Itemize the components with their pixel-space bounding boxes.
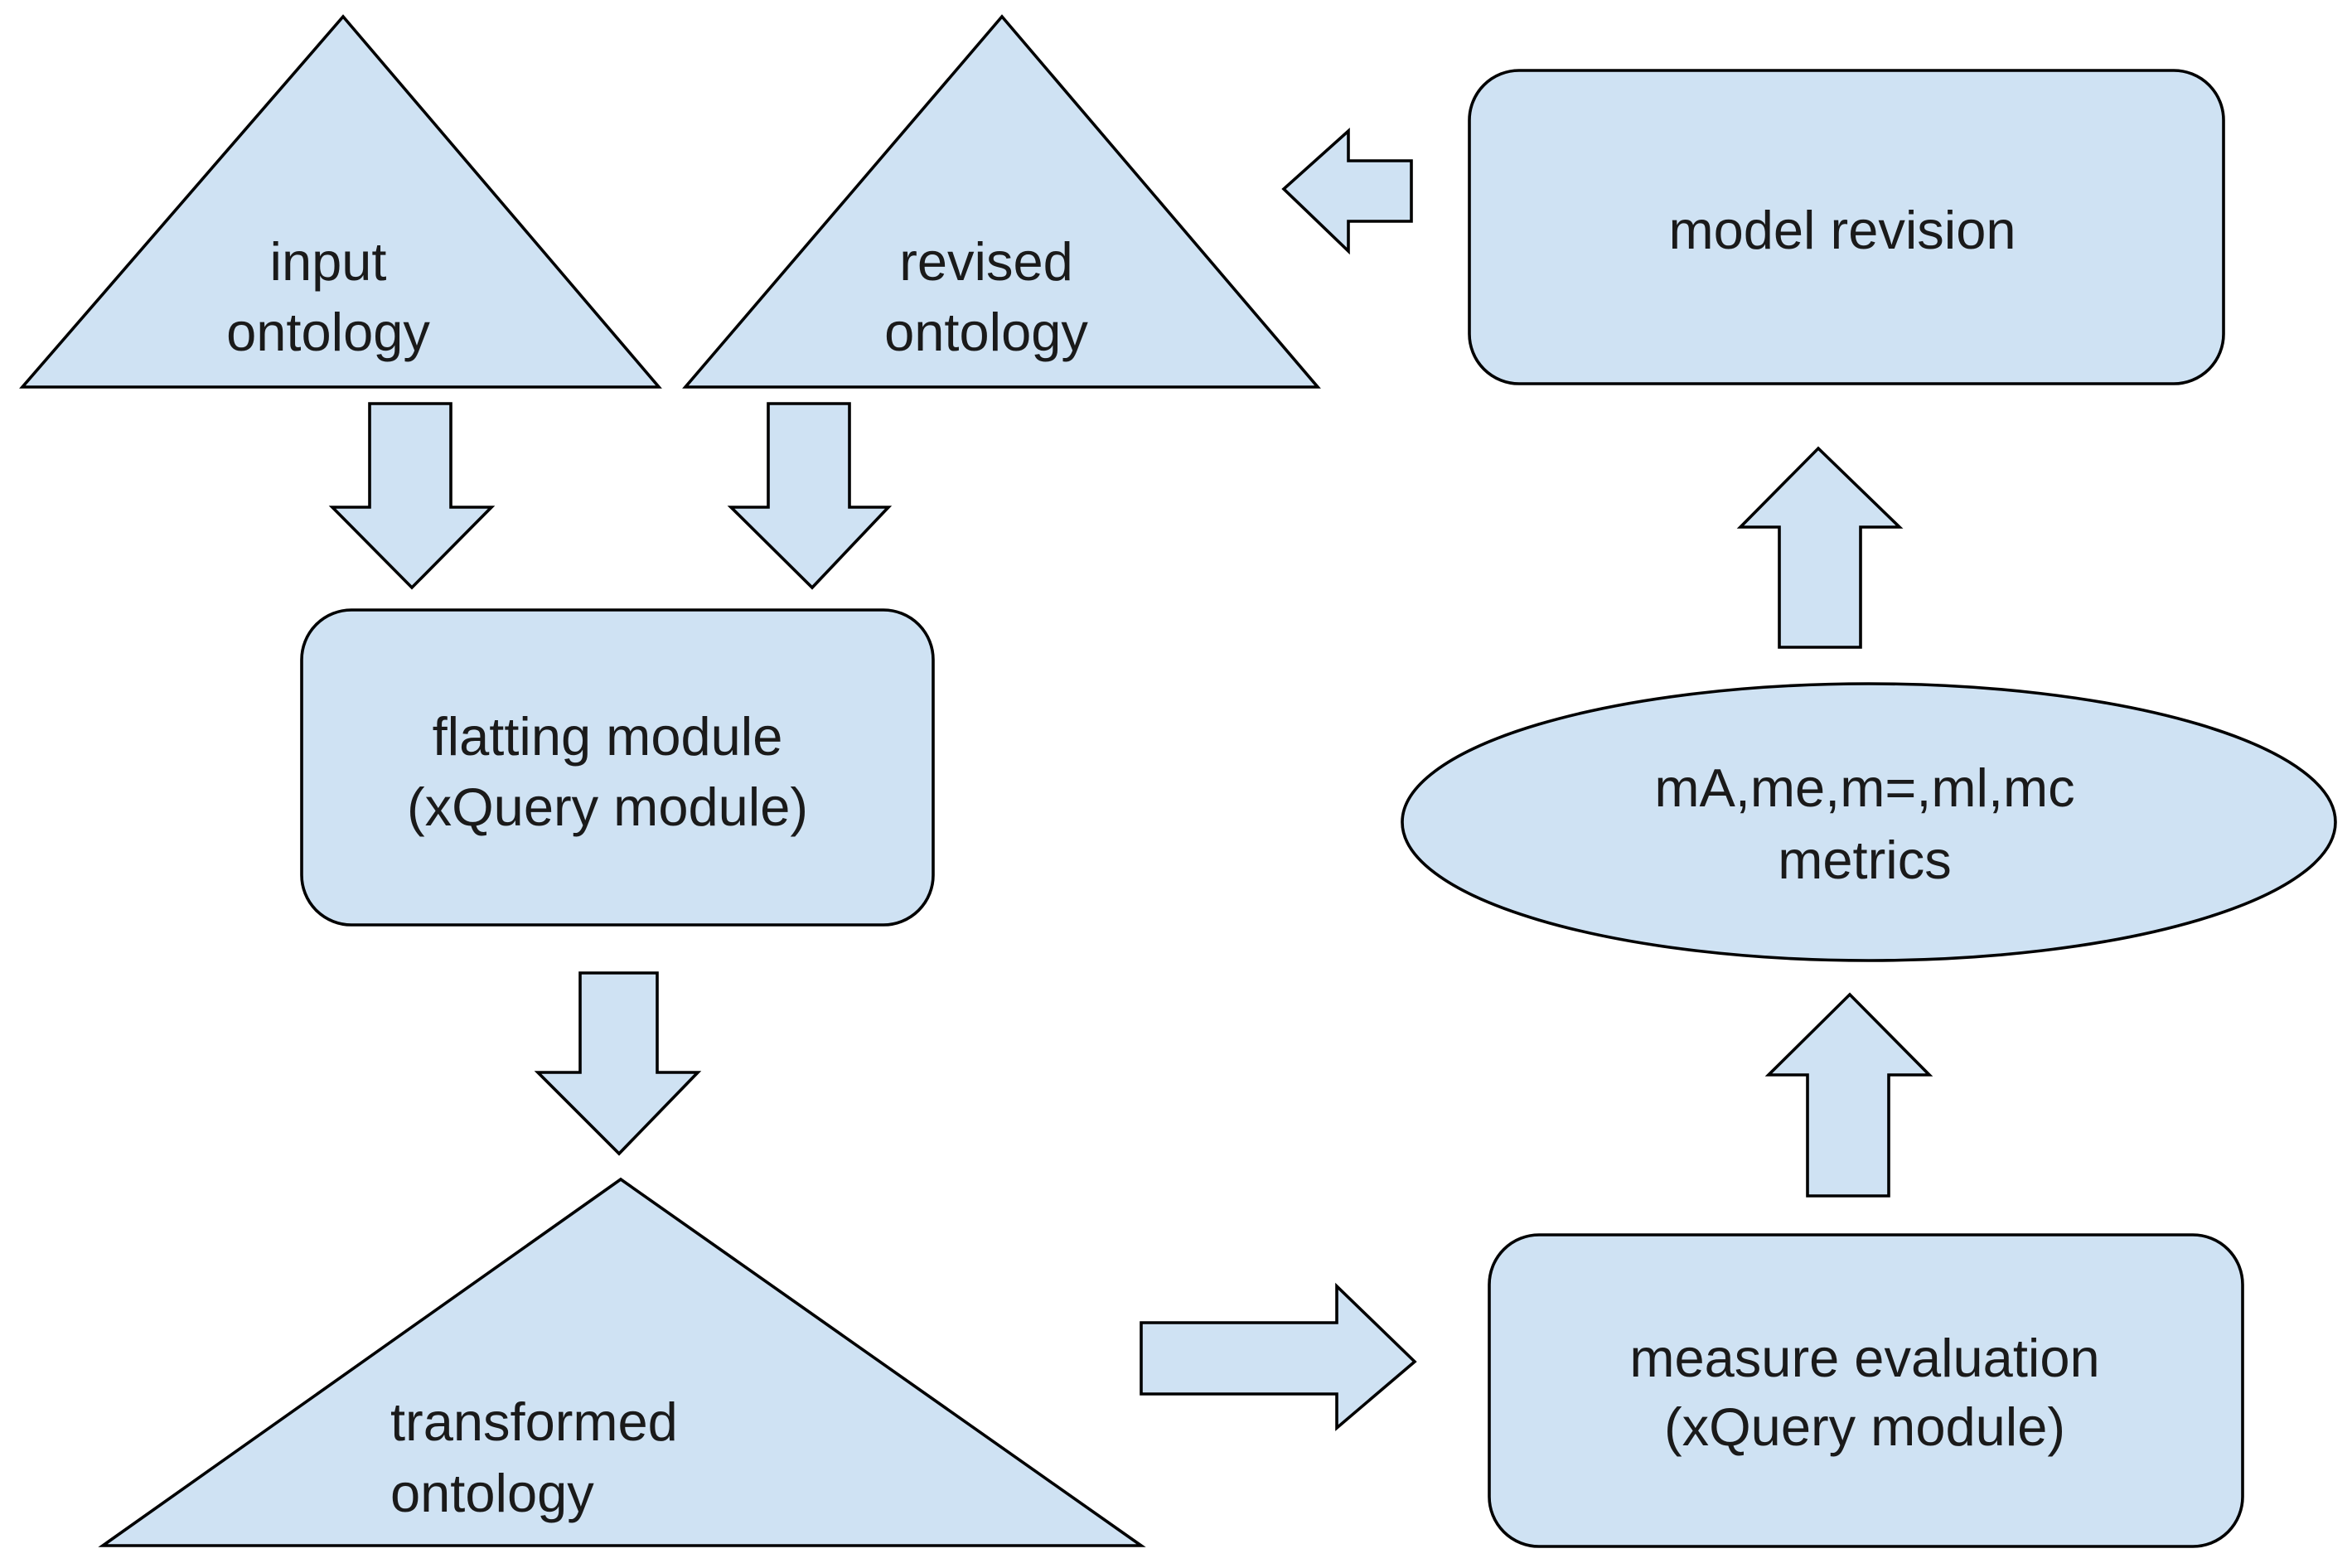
transformed-ontology-triangle [98,1177,1146,1547]
flatting-module-box [300,608,935,927]
revised-ontology-node: revised ontology [682,14,1321,389]
input-ontology-label-line1: input [270,231,387,292]
input-ontology-node: input ontology [19,14,662,389]
metrics-ellipse [1401,682,2337,962]
arrow-right-to-measure-evaluation [1140,1282,1417,1431]
measure-evaluation-node: measure evaluation (xQuery module) [1488,1233,2244,1548]
transformed-ontology-label-line1: transformed [390,1391,678,1452]
input-ontology-triangle [19,14,662,389]
flatting-module-node: flatting module (xQuery module) [300,608,935,927]
metrics-node: mA,me,m=,ml,mc metrics [1401,682,2337,962]
model-revision-label: model revision [1668,200,2016,260]
arrow-up-to-model-revision [1736,446,1904,649]
arrow-up-to-metrics [1764,992,1933,1198]
metrics-label-line2: metrics [1778,830,1951,890]
model-revision-node: model revision [1468,69,2225,385]
arrow-down-from-revised-ontology [727,402,893,590]
arrow-down-to-transformed-ontology [534,971,702,1156]
input-ontology-label-line2: ontology [226,302,430,362]
transformed-ontology-label-line2: ontology [390,1463,594,1523]
arrow-left-to-revised-ontology [1281,127,1413,255]
measure-evaluation-box [1488,1233,2244,1548]
flatting-module-label-line1: flatting module [433,706,783,767]
arrow-down-from-input-ontology [328,402,496,590]
measure-evaluation-label-line1: measure evaluation [1629,1328,2099,1388]
revised-ontology-label-line1: revised [899,231,1073,292]
measure-evaluation-label-line2: (xQuery module) [1664,1396,2065,1457]
metrics-label-line1: mA,me,m=,ml,mc [1654,757,2074,818]
revised-ontology-triangle [682,14,1321,389]
transformed-ontology-node: transformed ontology [98,1177,1146,1547]
flatting-module-label-line2: (xQuery module) [407,777,808,837]
revised-ontology-label-line2: ontology [884,302,1088,362]
model-revision-box [1468,69,2225,385]
